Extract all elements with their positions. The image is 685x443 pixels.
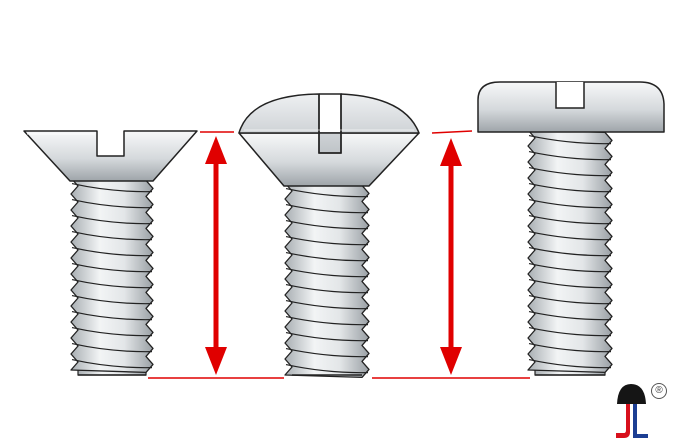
flat-countersunk-head <box>23 130 198 182</box>
logo-letter-j <box>616 404 630 438</box>
oval-head-screw <box>238 93 420 379</box>
length-measurement-2 <box>372 130 530 379</box>
thread-crest <box>528 359 612 369</box>
pan-screw-thread <box>527 129 613 376</box>
thread-crest <box>285 364 369 374</box>
thread-crest <box>285 236 369 246</box>
thread-crest <box>528 263 612 273</box>
thread-crest <box>71 247 153 257</box>
flat-screw-thread <box>70 177 154 376</box>
thread-crest <box>285 268 369 278</box>
thread-crest <box>285 348 369 358</box>
thread-crest <box>528 231 612 241</box>
thread-crest <box>528 343 612 353</box>
thread-crest <box>71 359 153 369</box>
pan-head-screw <box>477 81 665 376</box>
thread-crest <box>528 279 612 289</box>
arrow-head-down-2 <box>440 347 462 375</box>
thread-crest <box>285 300 369 310</box>
thread-crest <box>71 183 153 193</box>
oval-screw-thread <box>284 182 370 379</box>
thread-crest <box>285 220 369 230</box>
thread-crest <box>71 311 153 321</box>
arrow-head-down-1 <box>205 347 227 375</box>
thread-crest <box>71 327 153 337</box>
thread-crest <box>528 167 612 177</box>
logo-umbrella-dome <box>617 384 646 404</box>
thread-crest <box>528 135 612 145</box>
thread-crest <box>71 263 153 273</box>
thread-crest <box>528 183 612 193</box>
flat-head-screw <box>23 130 198 376</box>
thread-crest <box>528 151 612 161</box>
length-measurement-1 <box>148 131 284 379</box>
pan-head-slot <box>555 82 585 109</box>
thread-crest <box>285 316 369 326</box>
jl-logo <box>616 384 648 438</box>
arrow-head-up-2 <box>440 138 462 166</box>
thread-crest <box>71 231 153 241</box>
thread-crest <box>528 199 612 209</box>
thread-crest <box>71 199 153 209</box>
thread-crest <box>285 252 369 262</box>
thread-crest <box>71 343 153 353</box>
thread-crest <box>285 204 369 214</box>
thread-crest <box>285 332 369 342</box>
thread-crest <box>71 215 153 225</box>
thread-crest <box>71 279 153 289</box>
top-reference-line-2 <box>431 130 473 134</box>
thread-crest <box>285 188 369 198</box>
thread-crest <box>528 215 612 225</box>
thread-crest <box>528 311 612 321</box>
thread-crest <box>528 295 612 305</box>
thread-crest <box>528 247 612 257</box>
thread-crest <box>71 295 153 305</box>
thread-crest <box>285 284 369 294</box>
logo-letter-l <box>633 404 648 438</box>
arrow-head-up-1 <box>205 136 227 164</box>
thread-crest <box>528 327 612 337</box>
registered-mark: ® <box>651 383 667 399</box>
